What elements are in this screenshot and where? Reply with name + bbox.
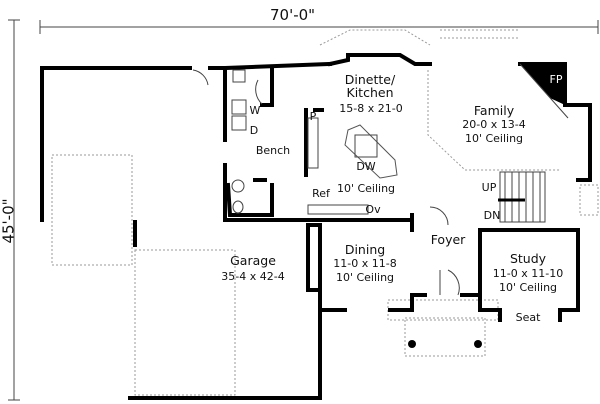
study-ceiling: 10' Ceiling (498, 281, 558, 294)
oven-label: Ov (365, 203, 381, 216)
dinette-label: Dinette/Kitchen (344, 72, 396, 100)
dimension-lines (8, 19, 599, 401)
washer-icon (231, 99, 247, 115)
family-room-outline (427, 70, 560, 171)
door-swing (255, 79, 263, 105)
foyer-label: Foyer (430, 232, 466, 247)
dining-size: 11-0 x 11-8 (333, 257, 397, 270)
fireplace-icon (520, 64, 565, 105)
washer-label: W (249, 104, 261, 117)
kitchen-island (344, 124, 398, 179)
dinette-size: 15-8 x 21-0 (339, 102, 403, 115)
sink-icon (354, 134, 378, 158)
counter (307, 204, 369, 215)
seat-label: Seat (515, 311, 541, 324)
refrigerator-label: Ref (312, 187, 330, 200)
staircase (499, 171, 546, 223)
garage-size: 35-4 x 42-4 (221, 270, 285, 283)
laundry-sink-icon (232, 69, 246, 83)
front-door (439, 269, 460, 296)
study-label: Study (509, 251, 547, 266)
fireplace-hearth (519, 63, 569, 119)
bench-label: Bench (255, 144, 291, 157)
dining-label: Dining (344, 242, 386, 257)
pantry-label: P (309, 110, 317, 123)
dinette-ceiling: 10' Ceiling (336, 182, 396, 195)
family-label: Family (473, 103, 515, 118)
closet-door (429, 206, 449, 226)
garage-door-swing (192, 69, 209, 86)
dishwasher-label: DW (356, 160, 376, 173)
depth-dimension: 45'-0" (0, 198, 18, 244)
dryer-icon (231, 115, 247, 131)
dryer-label: D (249, 124, 259, 137)
bathroom-sink-icon (231, 179, 245, 193)
study-size: 11-0 x 11-10 (492, 267, 564, 280)
stairs-down-label: DN (483, 209, 501, 222)
toilet-icon (232, 200, 244, 214)
stairs-up-label: UP (481, 181, 497, 194)
family-size: 20-0 x 13-4 (462, 118, 526, 131)
garage-label: Garage (230, 253, 276, 268)
porch-column (408, 340, 416, 348)
cooktop (307, 117, 319, 169)
dining-ceiling: 10' Ceiling (335, 271, 395, 284)
porch-column (474, 340, 482, 348)
fireplace-label: FP (549, 73, 563, 86)
width-dimension: 70'-0" (270, 6, 316, 24)
family-ceiling: 10' Ceiling (464, 132, 524, 145)
dashed-outlines (51, 29, 599, 396)
